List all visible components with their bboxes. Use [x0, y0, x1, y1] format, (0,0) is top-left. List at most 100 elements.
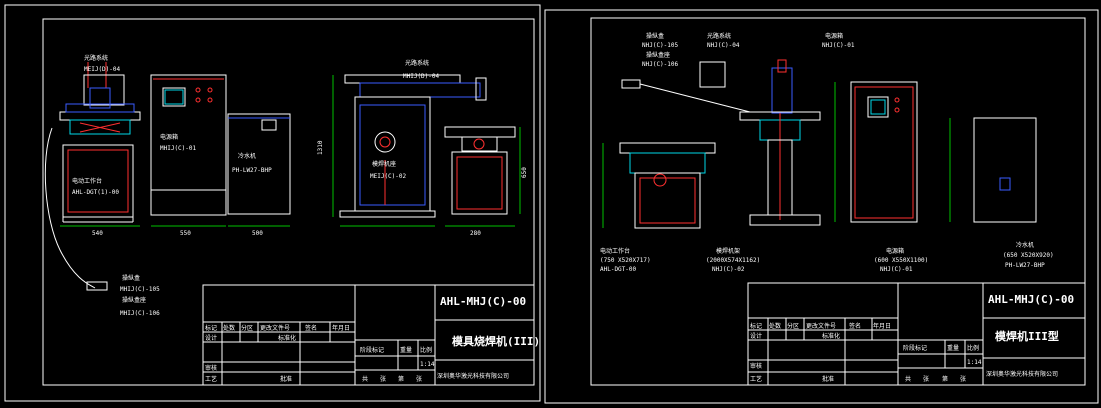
chiller-drawing [227, 113, 291, 215]
tb-audit: 审核 [205, 364, 217, 372]
dim-650: 650 [521, 167, 528, 178]
label-optical-system-2-code: MHIJ(D)-04 [403, 73, 440, 80]
r-tb-scale: 比例 [967, 344, 979, 352]
r-th-count: 处数 [769, 322, 781, 330]
right-sheet: 操纵盒 NHJ(C)-105 操纵盒座 NHJ(C)-106 光路系统 NHJ(… [544, 9, 1099, 404]
r-label-control-box-seat-code: NHJ(C)-106 [642, 61, 679, 68]
r-label-optical-system: 光路系统 [707, 32, 731, 40]
r-tb-sheet-no: 第 [942, 375, 948, 383]
r-tb-approve: 批准 [822, 375, 834, 383]
right-company: 深圳奥华激光科技有限公司 [986, 370, 1058, 378]
tb-scale-val: 1:14 [420, 361, 435, 368]
worktable-drawing [44, 62, 141, 291]
r-tb-audit: 审核 [750, 362, 762, 370]
r-label-mold-frame-code: NHJ(C)-02 [712, 266, 745, 273]
right-title-block: AHL-MHJ(C)-00 模焊机III型 深圳奥华激光科技有限公司 标记 处数… [747, 282, 1086, 386]
left-title-block: AHL-MHJ(C)-00 模具烧焊机(III) 深圳奥华激光科技有限公司 标记… [202, 284, 540, 386]
tb-sheet-no: 第 [398, 375, 404, 383]
label-cabinet: 模焊机座 [372, 160, 396, 168]
th-mark: 标记 [205, 324, 217, 332]
label-control-box-seat-code: MHIJ(C)-106 [120, 310, 160, 317]
r-label-chiller-model: PH-LW27-BHP [1005, 262, 1045, 269]
tb-sheet-unit: 张 [416, 375, 422, 383]
r-tb-sheet-unit: 张 [960, 375, 966, 383]
label-power-cabinet-code: MHIJ(C)-01 [160, 145, 197, 152]
r-label-worktable: 电动工作台 [600, 247, 630, 255]
label-worktable-code: AHL-DGT(1)-00 [72, 189, 119, 196]
r-label-mold-frame-size: (2000X574X1162) [706, 257, 760, 264]
th-count: 处数 [223, 324, 235, 332]
tb-process: 工艺 [205, 375, 217, 383]
r-th-mark: 标记 [750, 322, 762, 330]
r-label-power-top-code: NHJ(C)-01 [822, 42, 855, 49]
r-label-control-box: 操纵盒 [646, 32, 664, 40]
r-tb-sheet: 张 [923, 375, 929, 383]
r-label-mold-frame: 模焊机架 [716, 247, 740, 255]
tb-stage: 阶段标记 [360, 346, 384, 354]
tb-scale: 比例 [420, 346, 432, 354]
label-power-cabinet: 电源箱 [160, 133, 178, 141]
dim-1310: 1310 [317, 140, 324, 155]
right-optical-drawing [621, 59, 821, 226]
r-th-zone: 分区 [787, 322, 799, 330]
r-label-chiller: 冷水机 [1016, 241, 1034, 249]
left-company: 深圳奥华激光科技有限公司 [437, 372, 509, 380]
label-control-box: 操纵盒 [122, 274, 140, 282]
tb-weight: 重量 [400, 346, 412, 354]
r-th-change-doc: 更改文件号 [806, 322, 836, 330]
dim-500: 500 [252, 230, 263, 237]
power-cabinet-drawing [150, 74, 227, 216]
label-cabinet-code: MEIJ(C)-02 [370, 173, 407, 180]
label-worktable: 电动工作台 [72, 177, 102, 185]
r-tb-design: 设计 [750, 332, 762, 340]
label-control-box-seat: 操纵盒座 [122, 296, 146, 304]
th-zone: 分区 [241, 324, 253, 332]
left-labels: 光路系统 MEIJ(D)-04 电动工作台 AHL-DGT(1)-00 电源箱 … [72, 54, 528, 317]
tb-approve: 批准 [280, 375, 292, 383]
right-drawing-name: 模焊机III型 [995, 329, 1059, 343]
left-sheet-border [4, 4, 541, 402]
label-optical-system: 光路系统 [84, 54, 108, 62]
th-sign: 签名 [305, 324, 317, 332]
r-label-control-box-seat: 操纵盒座 [646, 51, 670, 59]
r-tb-total: 共 [905, 375, 911, 383]
right-chiller-drawing [973, 117, 1037, 223]
r-label-power-cabinet-code: NHJ(C)-01 [880, 266, 913, 273]
r-th-date: 年月日 [873, 322, 891, 330]
right-dimensions [602, 82, 951, 228]
tb-total: 共 [362, 375, 368, 383]
right-sheet-border [544, 9, 1099, 404]
right-drawing-number: AHL-MHJ(C)-00 [988, 293, 1074, 306]
r-label-control-box-code: NHJ(C)-105 [642, 42, 679, 49]
r-tb-stage: 阶段标记 [903, 344, 927, 352]
r-label-worktable-size: (750 X520X717) [600, 257, 651, 264]
label-optical-system-2: 光路系统 [405, 59, 429, 67]
r-tb-process: 工艺 [750, 375, 762, 383]
r-label-power-top: 电源箱 [825, 32, 843, 40]
r-label-power-cabinet-size: (600 X550X1100) [874, 257, 928, 264]
r-label-worktable-code: AHL-DGT-00 [600, 266, 637, 273]
right-worktable-drawing [619, 142, 716, 229]
left-sheet: 光路系统 MEIJ(D)-04 电动工作台 AHL-DGT(1)-00 电源箱 … [4, 4, 541, 402]
left-dimensions [60, 75, 521, 227]
tb-sheet: 张 [380, 375, 386, 383]
left-drawing-name: 模具烧焊机(III) [452, 334, 540, 348]
r-tb-scale-val: 1:14 [967, 359, 982, 366]
r-label-optical-system-code: NHJ(C)-04 [707, 42, 740, 49]
label-chiller-model: PH-LW27-BHP [232, 167, 272, 174]
r-label-chiller-size: (650 X520X920) [1003, 252, 1054, 259]
side-table-drawing [444, 126, 516, 215]
left-drawing-number: AHL-MHJ(C)-00 [440, 295, 526, 308]
label-optical-system-code: MEIJ(D)-04 [84, 66, 121, 73]
th-date: 年月日 [332, 324, 350, 332]
welder-cabinet-drawing [339, 74, 487, 218]
dim-540: 540 [92, 230, 103, 237]
label-chiller: 冷水机 [238, 152, 256, 160]
th-change-doc: 更改文件号 [260, 324, 290, 332]
tb-standardize: 标准化 [278, 334, 296, 342]
dim-550: 550 [180, 230, 191, 237]
r-tb-weight: 重量 [947, 344, 959, 352]
r-th-sign: 签名 [849, 322, 861, 330]
